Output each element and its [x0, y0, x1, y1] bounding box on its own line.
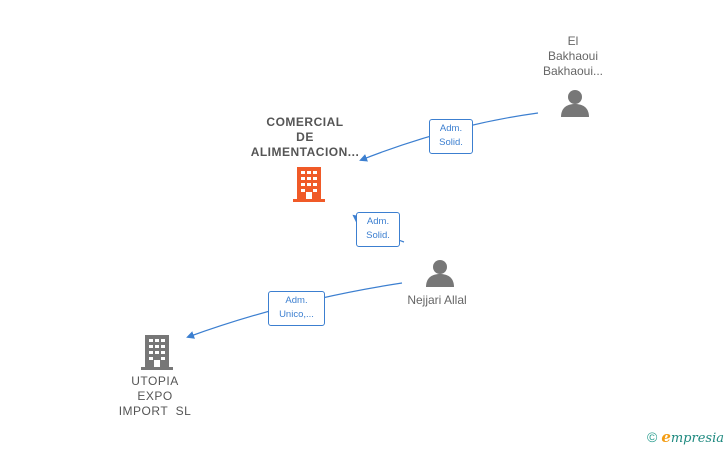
person-nejjari-line-1: Nejjari Allal: [407, 293, 467, 307]
building-icon-main[interactable]: [292, 166, 326, 202]
person-icon[interactable]: [425, 258, 455, 288]
empresia-watermark: © empresia: [647, 428, 724, 446]
company-main-line-3: ALIMENTACION...: [250, 145, 360, 159]
company-utopia-line-3: IMPORT SL: [118, 404, 192, 418]
role-badge-el-to-main[interactable]: Adm. Solid.: [429, 119, 473, 154]
empresia-logo: empresia: [661, 428, 724, 446]
person-el-line-1: El: [567, 34, 579, 48]
company-utopia-line-1: UTOPIA: [131, 374, 179, 388]
person-el-line-2: Bakhaoui: [547, 49, 599, 63]
role-line-1: Adm.: [439, 123, 463, 134]
role-line-1: Adm.: [285, 295, 308, 306]
person-nejjari-label[interactable]: Nejjari Allal: [392, 293, 482, 308]
role-line-1: Adm.: [366, 216, 390, 227]
company-utopia-line-2: EXPO: [137, 389, 173, 403]
building-icon-utopia[interactable]: [140, 334, 174, 370]
role-badge-nejjari-to-utopia[interactable]: Adm. Unico,...: [268, 291, 325, 326]
copyright-icon: ©: [646, 429, 658, 445]
person-icon[interactable]: [560, 88, 590, 118]
role-line-2: Solid.: [439, 137, 463, 148]
company-main-line-1: COMERCIAL: [266, 115, 344, 129]
role-badge-nejjari-to-main[interactable]: Adm. Solid.: [356, 212, 400, 247]
person-el-bakhaoui-label[interactable]: El Bakhaoui Bakhaoui...: [528, 34, 618, 79]
company-utopia-label[interactable]: UTOPIA EXPO IMPORT SL: [105, 374, 205, 419]
person-el-line-3: Bakhaoui...: [542, 64, 604, 78]
role-line-2: Unico,...: [279, 309, 314, 320]
company-main-line-2: DE: [296, 130, 314, 144]
company-comercial-label[interactable]: COMERCIAL DE ALIMENTACION...: [240, 115, 370, 160]
role-line-2: Solid.: [366, 230, 390, 241]
